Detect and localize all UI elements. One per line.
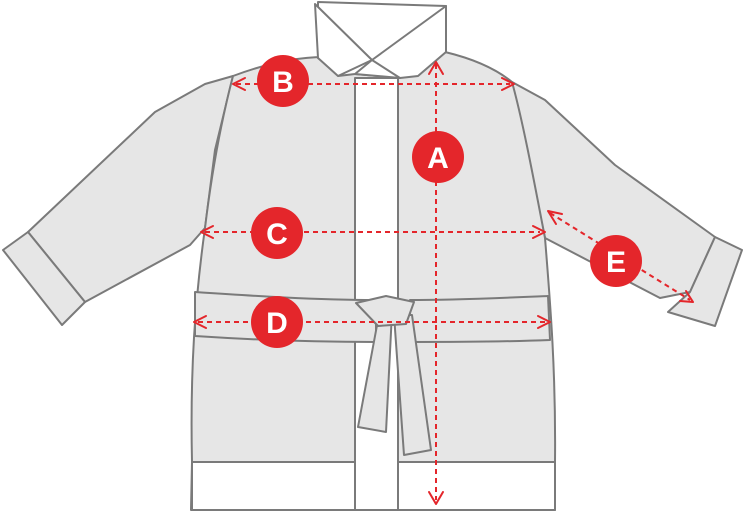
belt-knot	[355, 295, 415, 327]
marker-e-label: E	[606, 246, 626, 279]
jacket-torso	[190, 51, 557, 511]
hem-band-left-fill	[191, 461, 356, 511]
collar-right-flap	[371, 5, 447, 79]
belt-band-right	[409, 295, 551, 343]
marker-c-badge: C	[251, 207, 303, 259]
left-sleeve-cuff	[2, 231, 86, 326]
marker-a-label: A	[427, 142, 449, 175]
marker-b-label: B	[272, 66, 294, 99]
marker-e-badge: E	[590, 235, 642, 287]
collar	[314, 1, 447, 79]
marker-d-label: D	[266, 307, 288, 340]
marker-d-badge: D	[251, 296, 303, 348]
hem-band-right-fill	[397, 461, 556, 511]
collar-left-flap	[314, 3, 373, 77]
marker-c-label: C	[266, 218, 288, 251]
marker-a-badge: A	[412, 131, 464, 183]
right-sleeve-cuff	[667, 236, 743, 327]
left-sleeve	[2, 75, 234, 326]
marker-b-badge: B	[257, 55, 309, 107]
front-placket	[354, 77, 399, 511]
